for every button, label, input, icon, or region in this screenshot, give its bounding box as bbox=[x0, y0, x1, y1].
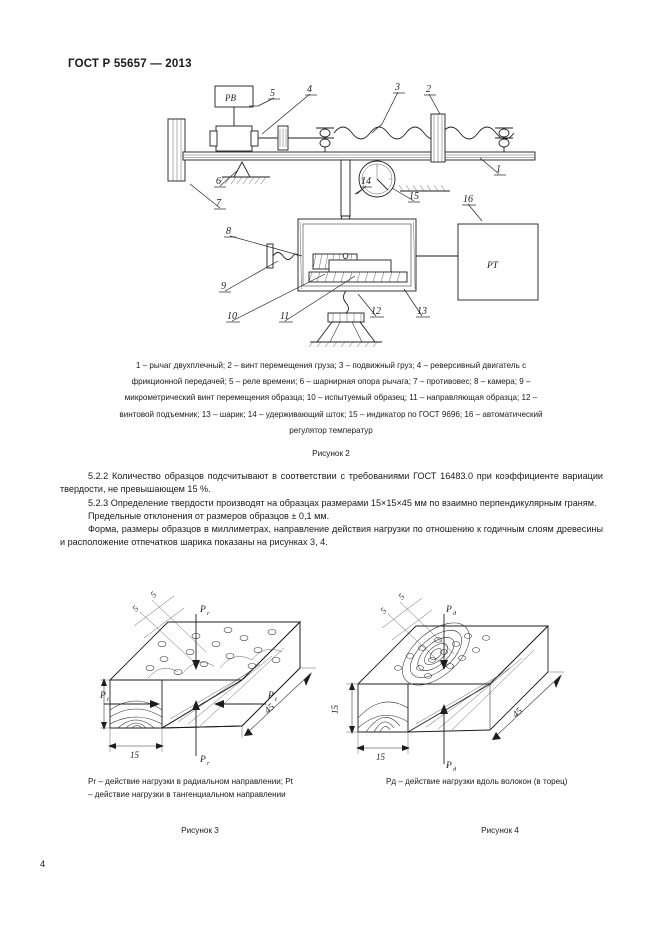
paragraph-5-2-3: 5.2.3 Определение твердости производят н… bbox=[88, 497, 597, 508]
figure-4-force-bottom-sub: д bbox=[453, 766, 457, 772]
figure-4-dim-height: 15 bbox=[330, 705, 340, 715]
paragraph-tolerances: Предельные отклонения от размеров образц… bbox=[88, 510, 330, 521]
figure-4-spacing-b: 5 bbox=[378, 605, 388, 615]
figure-2-caption-line-2: фрикционной передачей; 5 – реле времени;… bbox=[131, 377, 531, 387]
callout-12: 12 bbox=[371, 306, 381, 317]
callout-11: 11 bbox=[280, 311, 289, 322]
figure-4-spacing-a: 5 bbox=[396, 591, 406, 601]
figure-3-spacing-a: 5 bbox=[148, 589, 158, 599]
figure-3-force-top-sub: r bbox=[207, 610, 210, 617]
temp-regulator-box-label: РТ bbox=[486, 261, 499, 271]
callout-8: 8 bbox=[226, 226, 231, 237]
figure-4-label: Рисунок 4 bbox=[481, 826, 519, 835]
callout-7: 7 bbox=[216, 198, 222, 209]
figure-4-force-top: P bbox=[445, 605, 452, 615]
figure-2-caption-line-3: микрометрический винт перемещения образц… bbox=[124, 393, 538, 403]
figure-2-caption-line-4: винтовой подъемник; 13 – шарик; 14 – уде… bbox=[119, 409, 543, 419]
figure-2-label: Рисунок 2 bbox=[312, 449, 350, 458]
figure-4-dim-width: 15 bbox=[376, 752, 386, 762]
paragraph-5-2-2: 5.2.2 Количество образцов подсчитывают в… bbox=[60, 471, 603, 495]
time-relay-box-label: РВ bbox=[224, 93, 236, 103]
callout-4: 4 bbox=[307, 84, 312, 95]
figure-4-caption: Pд – действие нагрузки вдоль волокон (в … bbox=[386, 776, 636, 789]
figure-3-caption-line-2: – действие нагрузки в тангенциальном нап… bbox=[88, 789, 286, 799]
figure-3-wood-block: P r P r P t P t bbox=[100, 589, 316, 767]
figures-3-and-4-diagrams: P r P r P t P t bbox=[100, 556, 600, 772]
callout-3: 3 bbox=[394, 82, 400, 93]
callout-5: 5 bbox=[270, 88, 275, 99]
callout-16: 16 bbox=[463, 194, 473, 205]
page-number: 4 bbox=[40, 858, 46, 869]
standard-header: ГОСТ Р 55657 — 2013 bbox=[68, 58, 192, 70]
figure-3-force-bottom: P bbox=[199, 755, 206, 765]
callout-15: 15 bbox=[409, 191, 419, 202]
figure-3-caption: Pr – действие нагрузки в радиальном напр… bbox=[88, 776, 328, 801]
figure-3-caption-line-1: Pr – действие нагрузки в радиальном напр… bbox=[88, 777, 293, 786]
figure-3-force-left-sub: t bbox=[107, 696, 109, 703]
paragraph-shape-dimensions: Форма, размеры образцов в миллиметрах, н… bbox=[60, 524, 603, 548]
figure-3-force-left: P bbox=[100, 691, 106, 701]
figure-2-diagram: РВ bbox=[150, 76, 640, 348]
figure-3-force-right: P bbox=[267, 691, 274, 701]
figure-4-force-bottom: P bbox=[445, 761, 452, 771]
figure-3-dim-width: 15 bbox=[130, 750, 140, 760]
callout-1: 1 bbox=[496, 164, 501, 175]
figure-4-caption-text: Pд – действие нагрузки вдоль волокон (в … bbox=[386, 777, 568, 786]
figure-3-force-right-sub: t bbox=[275, 696, 277, 703]
callout-2: 2 bbox=[426, 84, 431, 95]
callout-9: 9 bbox=[221, 281, 226, 292]
body-paragraphs: 5.2.2 Количество образцов подсчитывают в… bbox=[60, 470, 603, 550]
figure-2-caption-line-5: регулятор температур bbox=[289, 425, 373, 435]
callout-14: 14 bbox=[361, 176, 371, 187]
figure-3-force-bottom-sub: r bbox=[207, 760, 210, 767]
figure-4-force-top-sub: д bbox=[453, 610, 457, 617]
figure-4-dim-length: 45 bbox=[511, 706, 525, 720]
figure-4-wood-block: P д P д 15 15 bbox=[330, 591, 564, 772]
figure-3-spacing-b: 5 bbox=[130, 603, 140, 613]
callout-13: 13 bbox=[417, 306, 427, 317]
figure-2-caption-line-1: 1 – рычаг двухплечный; 2 – винт перемеще… bbox=[135, 361, 527, 370]
figure-3-force-top: P bbox=[199, 605, 206, 615]
callout-10: 10 bbox=[227, 311, 237, 322]
figure-3-label: Рисунок 3 bbox=[181, 826, 219, 835]
figure-2-caption: 1 – рычаг двухплечный; 2 – винт перемеще… bbox=[96, 358, 566, 439]
callout-6: 6 bbox=[216, 176, 221, 187]
